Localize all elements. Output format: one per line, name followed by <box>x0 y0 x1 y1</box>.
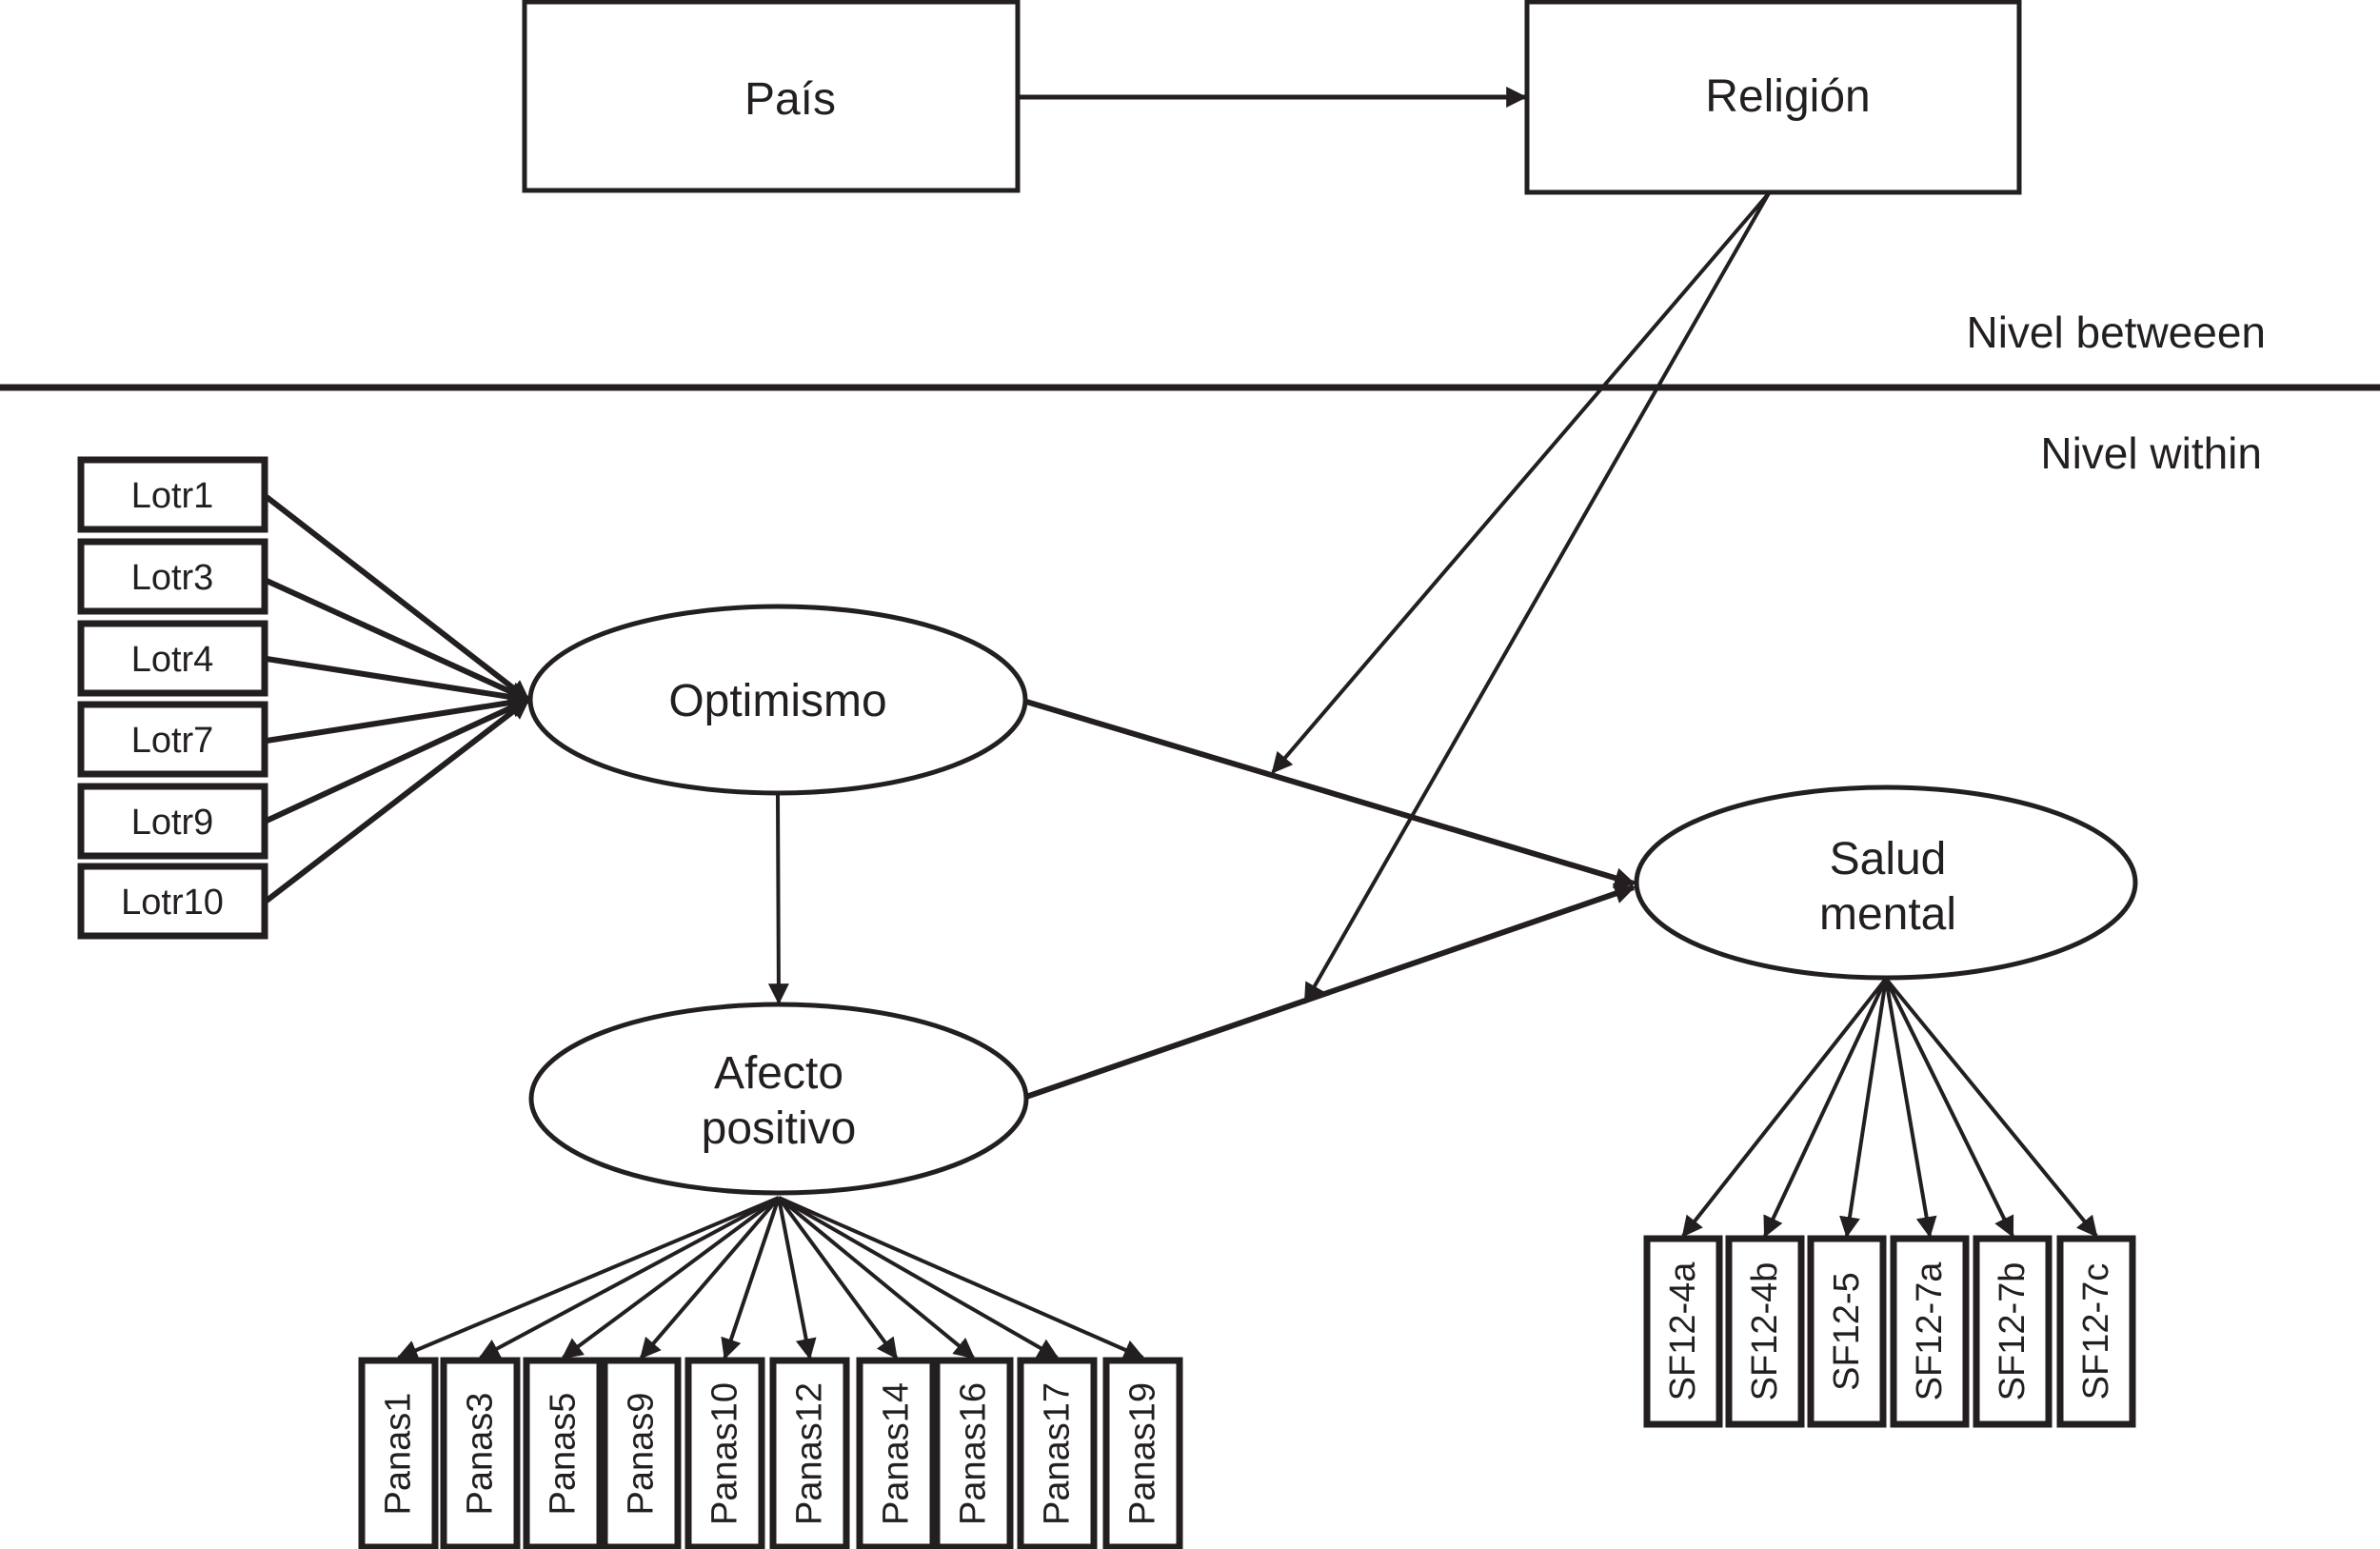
indicator-label: SF12-4b <box>1745 1262 1785 1401</box>
edge-afecto-panas10 <box>721 1197 781 1360</box>
node-pais-label: País <box>744 74 836 125</box>
indicator-lotr1[interactable]: Lotr1 <box>77 456 268 533</box>
indicator-label: Panas3 <box>461 1393 501 1516</box>
edge-afecto-panas19 <box>778 1196 1145 1360</box>
indicator-label: Panas16 <box>954 1382 994 1525</box>
edge-salud-sf12-4a <box>1681 977 1888 1238</box>
latent-afecto-label-line1: Afecto <box>714 1048 843 1099</box>
indicator-panas14[interactable]: Panas14 <box>856 1357 937 1549</box>
indicator-lotr3[interactable]: Lotr3 <box>77 538 268 615</box>
indicator-label: SF12-7a <box>1910 1261 1950 1401</box>
indicator-panas10[interactable]: Panas10 <box>684 1357 765 1549</box>
indicator-sf12-4b[interactable]: SF12-4b <box>1725 1235 1805 1428</box>
indicator-sf12-4a[interactable]: SF12-4a <box>1643 1235 1723 1428</box>
indicator-label: Panas9 <box>622 1393 662 1516</box>
node-pais[interactable]: País <box>522 0 1021 193</box>
edge-lotr3-optimismo <box>265 578 531 703</box>
indicator-label: SF12-7b <box>1993 1262 2033 1401</box>
edge-afecto-panas17 <box>778 1196 1060 1360</box>
indicator-lotr10[interactable]: Lotr10 <box>77 863 268 940</box>
indicator-panas17[interactable]: Panas17 <box>1017 1357 1098 1549</box>
indicator-panas9[interactable]: Panas9 <box>601 1357 682 1549</box>
edge-lotr1-optimismo <box>265 494 530 703</box>
latent-optimismo[interactable]: Optimismo <box>527 604 1028 796</box>
indicator-label: SF12-5 <box>1827 1272 1867 1391</box>
edge-salud-sf12-7c <box>1884 977 2098 1238</box>
edge-afecto-panas16 <box>777 1196 976 1360</box>
latent-salud-mental[interactable]: Salud mental <box>1634 784 2138 981</box>
indicator-label: Panas1 <box>379 1393 419 1516</box>
indicator-label: Panas19 <box>1123 1382 1163 1525</box>
edge-religion-moderates-afecto-salud <box>1303 192 1771 1004</box>
edge-salud-sf12-4b <box>1763 978 1888 1238</box>
indicator-edges <box>265 494 2098 1360</box>
indicator-label: Panas5 <box>544 1393 584 1516</box>
edge-salud-sf12-7b <box>1884 978 2014 1238</box>
indicator-label: Lotr9 <box>131 803 214 843</box>
structural-edges <box>767 699 1636 1100</box>
between-level-label: Nivel betweeen <box>1966 308 2266 357</box>
indicator-panas1[interactable]: Panas1 <box>358 1357 439 1549</box>
indicator-label: Panas12 <box>790 1382 830 1525</box>
indicator-panas5[interactable]: Panas5 <box>523 1357 604 1549</box>
edge-salud-sf12-5 <box>1839 978 1888 1239</box>
indicator-panas3[interactable]: Panas3 <box>440 1357 521 1549</box>
indicator-label: SF12-4a <box>1663 1261 1703 1401</box>
edge-optimismo-salud <box>1025 699 1636 888</box>
edge-afecto-panas12 <box>777 1197 817 1360</box>
indicator-label: Lotr7 <box>131 721 214 761</box>
indicator-label: Lotr3 <box>131 558 214 598</box>
indicator-label: Lotr10 <box>121 883 224 923</box>
edge-lotr10-optimismo <box>265 697 530 904</box>
latent-salud-label-line2: mental <box>1819 889 1956 940</box>
indicator-label: SF12-7c <box>2076 1263 2116 1400</box>
edge-optimismo-afecto <box>767 794 789 1005</box>
edge-religion-moderates-optimismo-salud <box>1271 191 1771 774</box>
indicator-panas12[interactable]: Panas12 <box>769 1357 850 1549</box>
indicator-lotr4[interactable]: Lotr4 <box>77 620 268 697</box>
indicator-sf12-5[interactable]: SF12-5 <box>1807 1235 1887 1428</box>
edge-afecto-salud <box>1025 884 1636 1100</box>
edge-lotr9-optimismo <box>265 697 530 824</box>
latent-afecto-positivo[interactable]: Afecto positivo <box>528 1002 1029 1196</box>
latent-salud-label-line1: Salud <box>1830 834 1947 884</box>
indicator-sf12-7a[interactable]: SF12-7a <box>1890 1235 1970 1428</box>
edge-afecto-panas5 <box>561 1196 781 1360</box>
indicator-sf12-7b[interactable]: SF12-7b <box>1973 1235 2053 1428</box>
latent-optimismo-label: Optimismo <box>668 676 886 726</box>
edge-afecto-panas1 <box>396 1196 780 1360</box>
edge-salud-sf12-7a <box>1884 978 1937 1239</box>
edge-afecto-panas14 <box>777 1196 899 1360</box>
edge-lotr7-optimismo <box>266 692 531 744</box>
within-level-label: Nivel within <box>2040 428 2262 478</box>
indicator-label: Lotr4 <box>131 640 214 680</box>
indicator-label: Panas14 <box>877 1382 917 1525</box>
indicator-lotr9[interactable]: Lotr9 <box>77 783 268 860</box>
indicator-sf12-7c[interactable]: SF12-7c <box>2056 1235 2136 1428</box>
indicator-label: Lotr1 <box>131 476 214 516</box>
indicator-label: Panas10 <box>705 1382 745 1525</box>
node-religion-label: Religión <box>1705 71 1870 122</box>
indicator-panas19[interactable]: Panas19 <box>1102 1357 1183 1549</box>
edge-lotr4-optimismo <box>266 656 531 707</box>
edge-afecto-panas3 <box>478 1196 780 1360</box>
cross-level-edges <box>1271 191 1771 1004</box>
node-religion[interactable]: Religión <box>1524 0 2022 195</box>
indicator-lotr7[interactable]: Lotr7 <box>77 701 268 778</box>
latent-afecto-label-line2: positivo <box>702 1103 857 1154</box>
indicator-panas16[interactable]: Panas16 <box>933 1357 1014 1549</box>
between-level: País Religión Nivel betweeen <box>522 0 2266 357</box>
edge-afecto-panas9 <box>639 1196 781 1360</box>
indicator-label: Panas17 <box>1038 1382 1078 1525</box>
